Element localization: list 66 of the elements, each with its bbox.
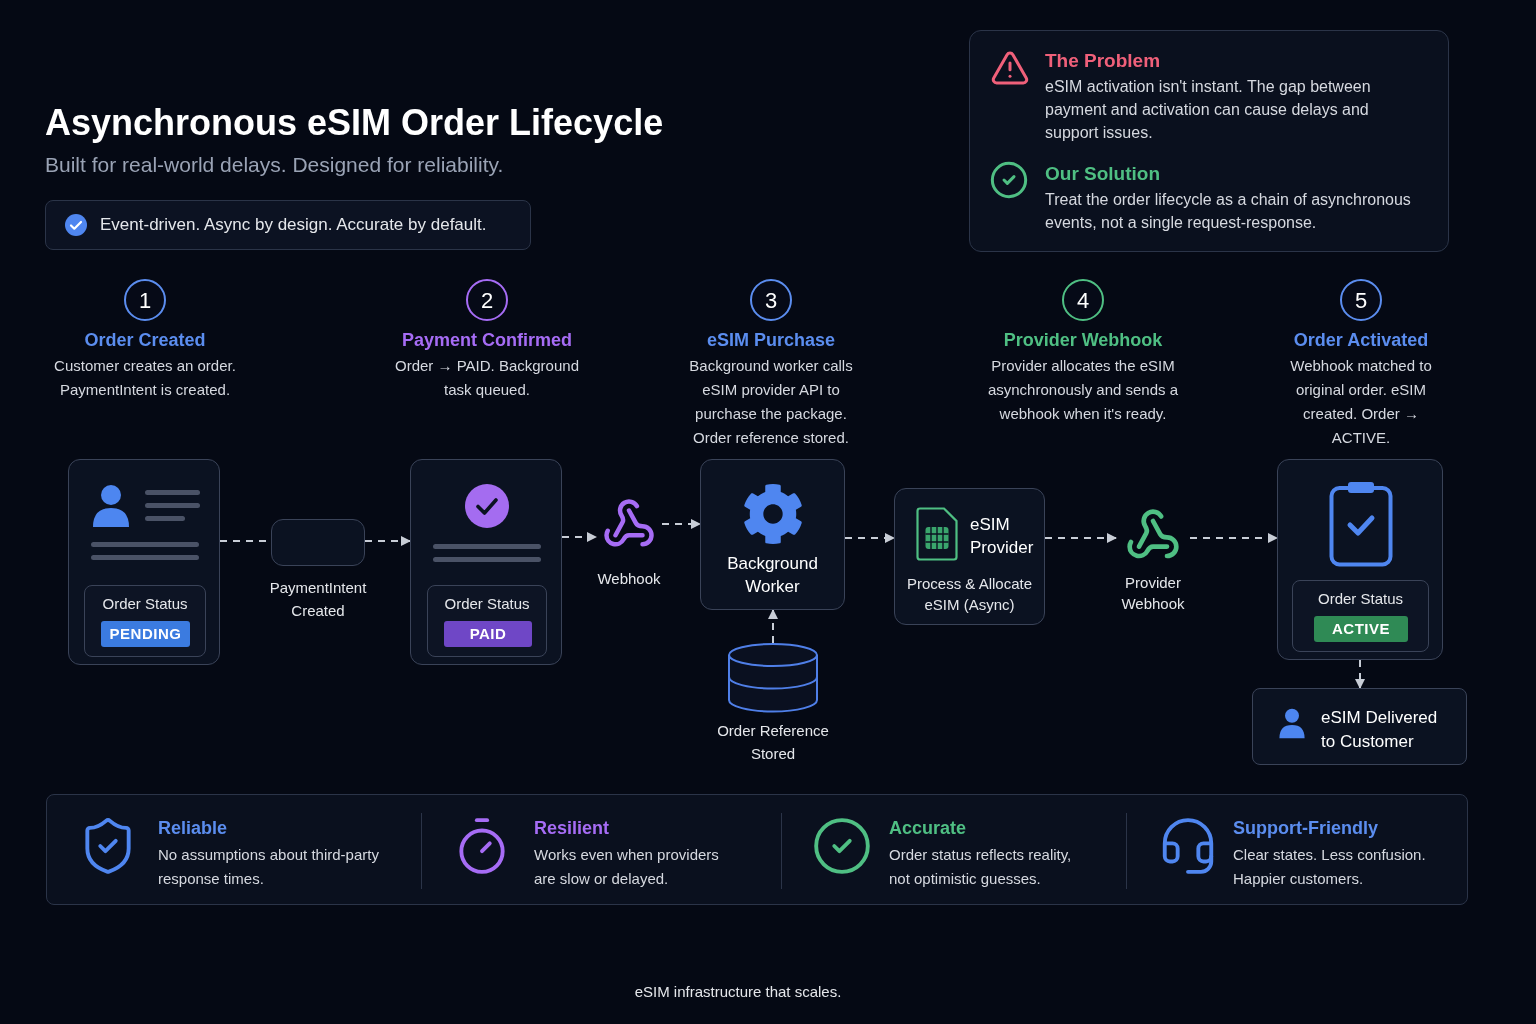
empty-box	[271, 519, 365, 566]
step-description: Webhook matched to original order. eSIM created. Order → ACTIVE.	[1289, 356, 1433, 448]
step-number: 2	[466, 279, 508, 321]
step-title: eSIM Purchase	[705, 329, 837, 352]
dashed-arrow	[661, 519, 701, 529]
feature-title: Reliable	[158, 817, 228, 840]
dashed-arrow	[561, 532, 597, 542]
feature-description: No assumptions about third-party response times.	[158, 845, 380, 889]
status-pill: ACTIVE	[1314, 616, 1408, 642]
provider-title: eSIM Provider	[970, 514, 1035, 559]
step-title: Payment Confirmed	[400, 329, 573, 352]
webhook-label: Provider Webhook	[1120, 573, 1186, 614]
step-description: Customer creates an order. PaymentIntent is created.	[53, 356, 237, 400]
info-banner	[45, 200, 531, 250]
worker-box	[700, 459, 845, 610]
delivery-box	[1252, 688, 1467, 765]
features-panel	[46, 794, 1468, 905]
step-description: Order → PAID. Background task queued.	[394, 356, 580, 400]
info-panel	[969, 30, 1449, 252]
step-title: Order Created	[83, 329, 207, 352]
node-caption: PaymentIntent Created	[268, 578, 368, 621]
panel-heading: The Problem	[1045, 49, 1161, 73]
step-description: Background worker calls eSIM provider API to purchase the package. Order reference stored.	[688, 356, 854, 448]
subtitle: Built for real-world delays. Designed for reliability.	[45, 152, 504, 178]
node-caption: Order Reference Stored	[716, 721, 830, 764]
status-panel	[84, 585, 206, 657]
worker-label: Background Worker	[726, 553, 819, 598]
panel-text: eSIM activation isn't instant. The gap between payment and activation can cause delays and support issues.	[1045, 77, 1372, 143]
feature-description: Works even when providers are slow or delayed.	[534, 845, 720, 889]
banner-text: Event-driven. Async by design. Accurate by default.	[100, 214, 487, 237]
step-number: 4	[1062, 279, 1104, 321]
status-panel	[427, 585, 547, 657]
dashed-arrow	[768, 609, 778, 644]
panel-text: Treat the order lifecycle as a chain of asynchronous events, not a single request-response.	[1045, 190, 1412, 233]
step-title: Provider Webhook	[1002, 329, 1164, 352]
dashed-arrow	[1044, 533, 1117, 543]
dashed-arrow	[1355, 659, 1365, 689]
provider-box	[894, 488, 1045, 625]
step-title: Order Activated	[1292, 329, 1430, 352]
step-description: Provider allocates the eSIM asynchronously and sends a webhook when it's ready.	[986, 356, 1180, 424]
status-panel	[1292, 580, 1429, 652]
feature-title: Resilient	[534, 817, 610, 840]
order-card	[68, 459, 220, 665]
dashed-arrow	[1189, 533, 1278, 543]
panel-heading: Our Solution	[1045, 162, 1161, 186]
provider-description: Process & Allocate eSIM (Async)	[905, 574, 1034, 615]
feature-description: Order status reflects reality, not optimistic guesses.	[889, 845, 1073, 889]
dashed-arrow	[364, 536, 411, 546]
feature-title: Accurate	[889, 817, 967, 840]
feature-description: Clear states. Less confusion. Happier customers.	[1233, 845, 1427, 889]
order-card	[410, 459, 562, 665]
diagram-title: Asynchronous eSIM Order Lifecycle	[45, 101, 664, 145]
dashed-arrow	[844, 533, 895, 543]
delivery-label: eSIM Delivered to Customer	[1321, 707, 1439, 753]
step-number: 5	[1340, 279, 1382, 321]
status-label: Order Status	[101, 594, 189, 614]
feature-title: Support-Friendly	[1233, 817, 1378, 840]
webhook-label: Webhook	[596, 569, 662, 589]
footer-tagline: eSIM infrastructure that scales.	[633, 982, 843, 1002]
step-number: 1	[124, 279, 166, 321]
status-label: Order Status	[443, 594, 531, 614]
status-label: Order Status	[1316, 589, 1404, 609]
order-card	[1277, 459, 1443, 660]
status-pill: PENDING	[101, 621, 190, 647]
step-number: 3	[750, 279, 792, 321]
status-pill: PAID	[444, 621, 532, 647]
